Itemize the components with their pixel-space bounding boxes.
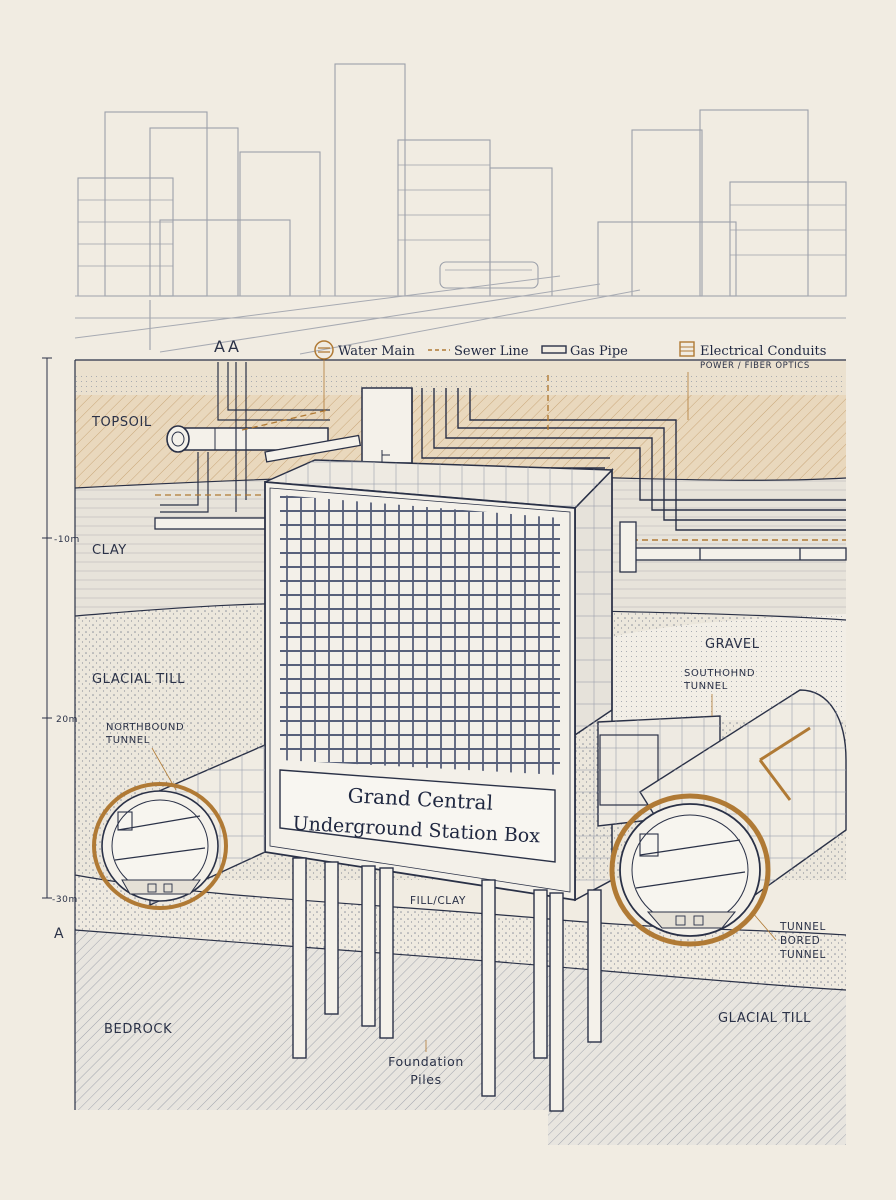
layer-gravel: GRAVEL (705, 637, 760, 652)
northbound-label-1: NORTHBOUND (106, 722, 184, 733)
northbound-label-2: TUNNEL (105, 735, 150, 746)
legend-electrical-sub: POWER / FIBER OPTICS (700, 361, 810, 371)
legend-electrical-conduits: Electrical Conduits (700, 344, 826, 359)
sewer-line-right (547, 375, 846, 541)
section-mark-a-right: A (228, 337, 240, 356)
depth-label-10m: -10m (54, 535, 80, 545)
bored-tunnel-label-2: BORED (780, 935, 820, 947)
depth-scale (42, 357, 52, 899)
legend-sewer-line: Sewer Line (454, 344, 529, 359)
gas-pipe-right (621, 547, 847, 561)
northbound-leader (151, 747, 177, 791)
access-shaft (361, 387, 413, 464)
foundation-piles-label-1: Foundation (388, 1054, 464, 1069)
bored-tunnel-label-1: TUNNEL (779, 921, 826, 933)
layer-glacial-till-right: GLACIAL TILL (718, 1011, 811, 1026)
street-perspective (74, 275, 846, 355)
section-mark-a-bottom: A (54, 926, 64, 942)
depth-label-30m: -30m (52, 895, 78, 905)
depth-label-20m: 20m (56, 715, 78, 725)
sewer-line-left (155, 409, 329, 496)
foundation-piles-label-2: Piles (410, 1072, 441, 1087)
southbound-tunnel (609, 689, 847, 947)
section-mark-a-left: A (214, 337, 226, 356)
southbound-label-2: TUNNEL (683, 681, 728, 692)
bored-tunnel-label-3: TUNNEL (779, 949, 826, 961)
electrical-conduit-bank (411, 388, 846, 531)
gas-pipe-icon (541, 345, 567, 354)
layer-clay: CLAY (92, 543, 127, 558)
bored-tunnel-leader (751, 911, 777, 941)
layer-bedrock: BEDROCK (104, 1022, 172, 1037)
layer-fill-clay: FILL/CLAY (410, 895, 466, 907)
utility-vault (619, 521, 637, 573)
legend-gas-pipe: Gas Pipe (570, 344, 628, 359)
layer-glacial-till-left: GLACIAL TILL (92, 672, 185, 687)
northbound-tunnel (92, 743, 266, 910)
city-skyline (77, 63, 847, 350)
electrical-conduits-icon (679, 341, 695, 357)
water-main-icon (314, 340, 334, 360)
legend (314, 340, 695, 420)
legend-water-main: Water Main (338, 344, 415, 359)
layer-topsoil: TOPSOIL (91, 415, 152, 430)
foundation-piles (292, 857, 602, 1112)
southbound-label-1: SOUTHOHND (684, 668, 755, 679)
riser-pipes (160, 362, 330, 513)
